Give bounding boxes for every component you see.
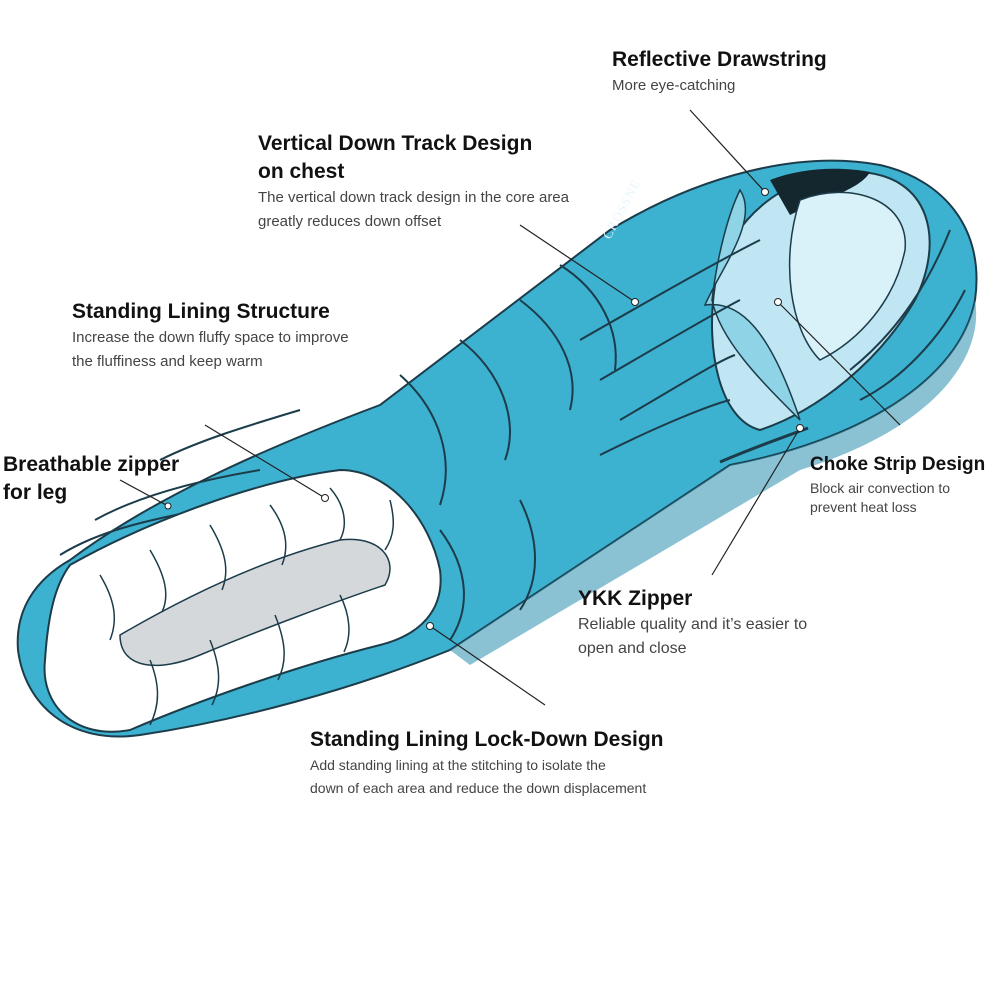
leader-dots (164, 188, 804, 630)
callout-title: Standing Lining Structure (72, 300, 330, 323)
callout-title: Breathable zipper for leg (3, 453, 180, 504)
callout-title: Reflective Drawstring (612, 48, 827, 71)
callout-lock-down: Standing Lining Lock-Down Design Add sta… (310, 726, 730, 800)
callout-title: Standing Lining Lock-Down Design (310, 728, 664, 751)
callout-title: Vertical Down Track Design on chest (258, 132, 533, 183)
callout-reflective-drawstring: Reflective Drawstring More eye-catching (612, 46, 992, 98)
callout-desc: Reliable quality and it’s easier to open… (578, 616, 808, 657)
callout-choke-strip: Choke Strip Design Block air convection … (810, 451, 1000, 517)
callout-desc: Increase the down fluffy space to improv… (72, 329, 349, 370)
foot-inner-cavity (119, 538, 391, 667)
hood-inner-dark (770, 168, 870, 215)
callout-breathable-zipper: Breathable zipper for leg (3, 451, 223, 507)
callout-title: Choke Strip Design (810, 454, 986, 475)
leader-lines (119, 109, 901, 706)
hood-inner-puff (788, 191, 906, 361)
callout-desc: Block air convection to prevent heat los… (810, 480, 951, 515)
sleeping-bag-side-shade (450, 300, 977, 665)
baffle-seams (59, 229, 966, 641)
callout-vertical-down-track: Vertical Down Track Design on chest The … (258, 130, 618, 234)
callout-standing-lining-structure: Standing Lining Structure Increase the d… (72, 298, 412, 374)
callout-ykk-zipper: YKK Zipper Reliable quality and it’s eas… (578, 585, 878, 661)
hood-collar-flap (703, 188, 801, 421)
callout-desc: Add standing lining at the stitching to … (310, 757, 647, 796)
callout-desc: More eye-catching (612, 77, 736, 94)
callout-title: YKK Zipper (578, 587, 693, 610)
callout-desc: The vertical down track design in the co… (258, 189, 569, 230)
foot-baffle-cells (99, 487, 395, 726)
